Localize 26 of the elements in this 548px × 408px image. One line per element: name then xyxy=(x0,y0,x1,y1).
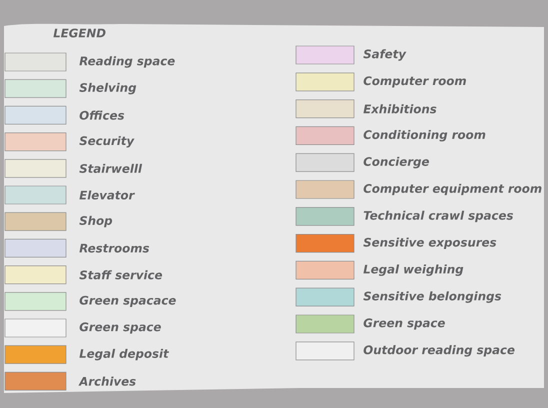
legend-label: Concierge xyxy=(364,156,429,168)
legend-label: Security xyxy=(79,136,134,148)
legend-label: Legal weighing xyxy=(363,264,464,276)
legend-label: Green space xyxy=(80,322,161,334)
legend-label: Legal deposit xyxy=(79,348,170,360)
legend-label: Technical crawl spaces xyxy=(364,210,513,222)
legend-label: Elevator xyxy=(79,190,135,200)
legend-label: Staff service xyxy=(79,270,162,280)
legend-label: Shelving xyxy=(79,82,136,94)
legend-label: Shop xyxy=(79,216,112,228)
legend-label: Restrooms xyxy=(79,244,150,253)
legend-label: Green space xyxy=(364,318,445,330)
legend-label: Computer room xyxy=(364,76,466,88)
legend-label: Outdoor reading space xyxy=(364,345,514,357)
legend-label: Exhibitions xyxy=(363,104,436,114)
legend-label: Safety xyxy=(363,49,406,61)
legend-title: LEGEND xyxy=(53,28,106,38)
legend-label: Sensitive exposures xyxy=(363,238,496,249)
legend-label: Archives xyxy=(78,376,136,386)
legend-label: Reading space xyxy=(79,56,175,68)
legend-label: Sensitive belongings xyxy=(363,291,502,303)
legend-label: Computer equipment room xyxy=(364,184,542,196)
legend-label: Stairwelll xyxy=(79,164,142,173)
legend-label: Green spacace xyxy=(80,296,176,307)
legend-label: Conditioning room xyxy=(364,130,486,142)
legend-label: Offices xyxy=(80,110,124,120)
